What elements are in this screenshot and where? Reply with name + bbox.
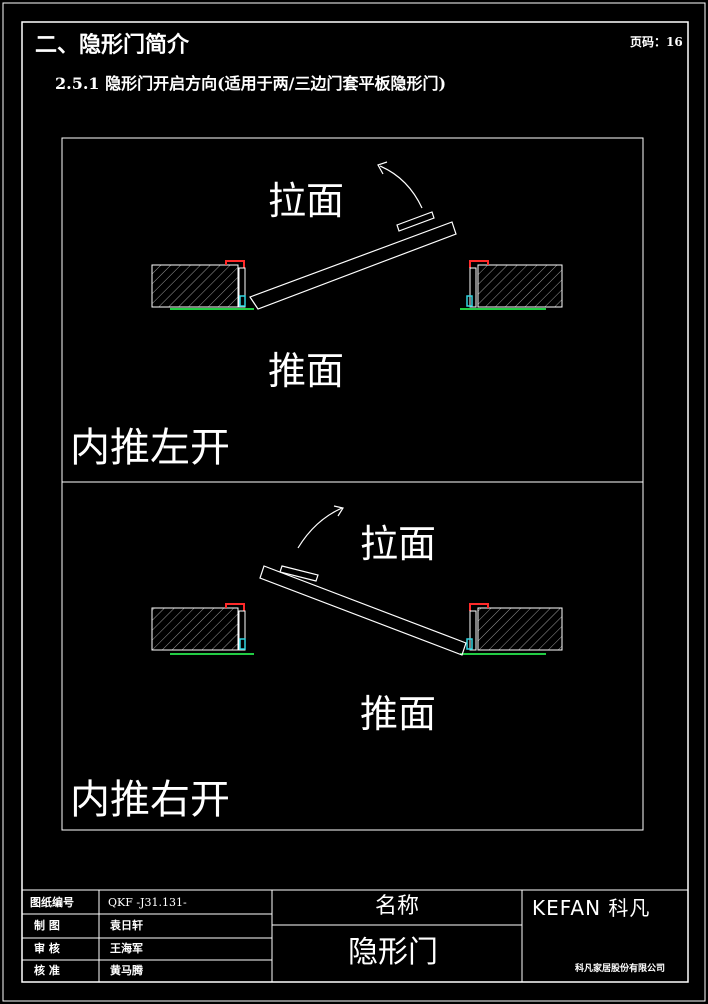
name-label: 名称: [375, 894, 420, 919]
frame-red-left: [225, 603, 245, 611]
push-side-label: 推面: [268, 349, 345, 393]
wall-left: [151, 607, 239, 651]
approver-name: 黄马腾: [110, 964, 143, 977]
reviewer-label: 审 核: [34, 942, 60, 955]
door-handle: [396, 211, 435, 232]
hinge-left: [239, 295, 246, 307]
reviewer-name: 王海军: [110, 942, 143, 955]
frame-red-left: [225, 260, 245, 268]
wall-right: [477, 607, 563, 651]
drafter-label: 制 图: [34, 919, 60, 932]
pull-side-label: 拉面: [268, 179, 345, 223]
company-name: 科凡家居股份有限公司: [575, 964, 666, 974]
opening-mode-label: 内推左开: [70, 425, 230, 471]
jamb-right: [469, 610, 477, 651]
title-block-grid: [22, 889, 688, 982]
brand-logo: KEFAN 科凡: [532, 896, 651, 920]
door-diagram-right-opening: [151, 505, 563, 656]
section-title: 二、隐形门简介: [35, 32, 190, 58]
door-diagram-left-opening: [151, 161, 563, 310]
approver-label: 核 准: [34, 964, 60, 977]
wall-left: [151, 264, 239, 308]
arrow-head: [333, 505, 344, 517]
subtitle: 2.5.1 隐形门开启方向(适用于两/三边门套平板隐形门): [55, 74, 447, 93]
frame-red-right: [469, 603, 489, 611]
door-leaf: [249, 221, 457, 310]
opening-mode-label: 内推右开: [70, 777, 230, 823]
opening-arrow: [379, 165, 423, 209]
drawing-no-label: 图纸编号: [30, 896, 74, 909]
hinge-right: [466, 638, 473, 650]
hinge-right: [466, 295, 473, 307]
product-name: 隐形门: [348, 935, 438, 970]
panel-frame-bottom: [61, 481, 644, 831]
frame-red-right: [469, 260, 489, 268]
inner-border: [21, 21, 689, 983]
door-leaf: [259, 565, 467, 656]
drafter-name: 袁日轩: [110, 919, 143, 932]
drawing-no: QKF -J31.131-: [108, 896, 187, 909]
opening-arrow: [297, 507, 343, 549]
page-number: 页码：16: [630, 35, 683, 49]
wall-right: [477, 264, 563, 308]
arrow-head: [377, 161, 388, 175]
jamb-right: [469, 267, 477, 308]
jamb-left: [238, 267, 246, 308]
push-side-label: 推面: [360, 692, 437, 736]
pull-side-label: 拉面: [360, 522, 437, 566]
door-handle: [279, 565, 319, 582]
jamb-left: [238, 610, 246, 651]
hinge-left: [239, 638, 246, 650]
